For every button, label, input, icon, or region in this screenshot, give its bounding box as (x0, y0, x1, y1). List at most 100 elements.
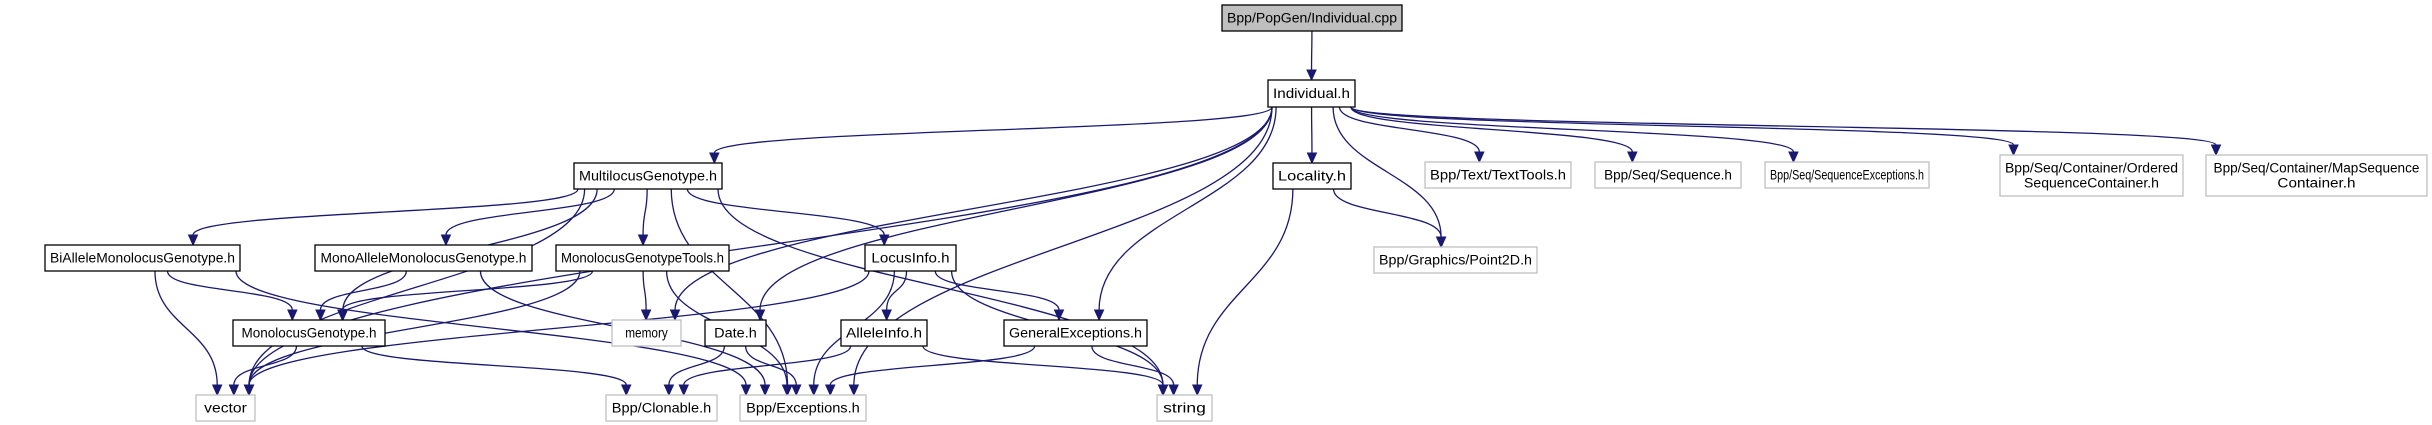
edge-mgtools-to-monolocus (341, 270, 594, 311)
arrowhead-icon (1627, 151, 1638, 164)
node-box (1156, 394, 1213, 422)
node-multilocus[interactable]: MultilocusGenotype.h (573, 162, 723, 190)
arrowhead-icon (740, 384, 752, 397)
arrowhead-icon (790, 384, 802, 397)
node-label: LocusInfo.h (871, 251, 949, 266)
node-box (611, 319, 682, 347)
node-alleleinfo[interactable]: AlleleInfo.h (840, 319, 928, 347)
node-label: Bpp/Seq/Container/MapSequence (2214, 161, 2420, 176)
edge-individual_h-to-memory (674, 106, 1273, 311)
node-seqexc: Bpp/Seq/SequenceExceptions.h (1764, 161, 1930, 189)
arrowhead-icon (2008, 144, 2019, 157)
edge-individual_h-to-ordered (1350, 106, 2015, 146)
node-box[interactable] (44, 244, 241, 272)
arrowhead-icon (1788, 151, 1799, 164)
arrowhead-icon (620, 384, 632, 397)
node-box[interactable] (1267, 79, 1356, 108)
node-genexc[interactable]: GeneralExceptions.h (1003, 319, 1148, 347)
arrowhead-icon (1093, 309, 1105, 322)
node-label: SequenceContainer.h (2024, 176, 2159, 191)
node-box[interactable] (232, 319, 386, 347)
node-box[interactable] (573, 162, 723, 190)
edge-genexc-to-exceptions (829, 345, 1036, 386)
node-point2d: Bpp/Graphics/Point2D.h (1373, 246, 1538, 274)
node-label: AlleleInfo.h (846, 326, 922, 341)
node-individual_h[interactable]: Individual.h (1267, 79, 1356, 108)
arrowhead-icon (1053, 309, 1065, 322)
node-date[interactable]: Date.h (704, 319, 767, 347)
node-box[interactable] (864, 244, 957, 272)
node-label: Bpp/Clonable.h (612, 401, 711, 416)
edge-locality-to-point2d (1332, 188, 1442, 238)
node-sequence: Bpp/Seq/Sequence.h (1594, 161, 1742, 189)
node-box (1999, 154, 2184, 197)
node-vector: vector (195, 394, 256, 422)
arrowhead-icon (669, 309, 681, 322)
nodes-layer: Bpp/PopGen/Individual.cppIndividual.hMul… (44, 4, 2428, 422)
node-box[interactable] (1272, 162, 1352, 190)
node-box[interactable] (1003, 319, 1148, 347)
node-box[interactable] (314, 244, 533, 272)
node-monolocus[interactable]: MonolocusGenotype.h (232, 319, 386, 347)
node-box (739, 394, 867, 422)
edge-multilocus-to-locusinfo (686, 188, 885, 236)
node-label: Individual.h (1273, 86, 1350, 101)
node-biallele[interactable]: BiAlleleMonolocusGenotype.h (44, 244, 241, 272)
node-individual_cpp[interactable]: Bpp/PopGen/Individual.cpp (1221, 4, 1403, 32)
node-locusinfo[interactable]: LocusInfo.h (864, 244, 957, 272)
node-monoallele[interactable]: MonoAlleleMonolocusGenotype.h (314, 244, 533, 272)
arrowhead-icon (781, 384, 793, 397)
node-label: Container.h (2277, 176, 2355, 191)
node-label: Bpp/Seq/SequenceExceptions.h (1770, 168, 1924, 183)
edge-locality-to-string (1196, 188, 1294, 386)
arrowhead-icon (678, 384, 690, 397)
node-box[interactable] (704, 319, 767, 347)
edge-individual_h-to-sequence (1350, 106, 1633, 153)
edge-multilocus-to-string (717, 188, 1164, 386)
node-box (2205, 154, 2428, 197)
arrowhead-icon (881, 309, 892, 322)
edge-biallele-to-vector (154, 270, 218, 386)
node-mgtools[interactable]: MonolocusGenotypeTools.h (555, 244, 730, 272)
node-box[interactable] (840, 319, 928, 347)
edge-locusinfo-to-alleleinfo (886, 270, 908, 311)
node-ordered: Bpp/Seq/Container/OrderedSequenceContain… (1999, 154, 2184, 197)
node-locality[interactable]: Locality.h (1272, 162, 1352, 190)
node-texttools: Bpp/Text/TextTools.h (1424, 161, 1572, 189)
arrowhead-icon (759, 384, 771, 397)
node-label: Bpp/Seq/Sequence.h (1604, 168, 1732, 183)
edge-individual_h-to-genexc (1098, 106, 1277, 311)
node-clonable: Bpp/Clonable.h (605, 394, 718, 422)
node-box[interactable] (1221, 4, 1403, 32)
arrowhead-icon (440, 234, 452, 247)
arrowhead-icon (848, 384, 860, 397)
arrowhead-icon (1435, 236, 1447, 249)
node-string: string (1156, 394, 1213, 422)
node-memory: memory (611, 319, 682, 347)
edge-locusinfo-to-vector (248, 270, 870, 386)
arrowhead-icon (709, 152, 720, 165)
edge-alleleinfo-to-string (922, 345, 1164, 386)
arrowhead-icon (640, 309, 652, 322)
edge-alleleinfo-to-clonable (683, 345, 852, 386)
node-label: Bpp/Graphics/Point2D.h (1379, 253, 1532, 268)
node-label: Bpp/Seq/Container/Ordered (2005, 161, 2178, 176)
edge-multilocus-to-exceptions (670, 188, 789, 386)
node-box (1373, 246, 1538, 274)
arrowhead-icon (187, 234, 199, 247)
node-label: Bpp/PopGen/Individual.cpp (1227, 11, 1397, 26)
node-label: MonoAlleleMonolocusGenotype.h (321, 251, 527, 266)
arrowhead-icon (228, 384, 240, 397)
edge-monoallele-to-monolocus (319, 270, 407, 311)
edge-genexc-to-string (1091, 345, 1175, 386)
node-label: BiAlleleMonolocusGenotype.h (50, 251, 235, 266)
arrowhead-icon (1191, 384, 1203, 397)
edge-individual_h-to-texttools (1338, 106, 1480, 153)
edge-monolocus-to-clonable (361, 345, 627, 386)
node-label: MonolocusGenotype.h (242, 326, 377, 341)
node-label: vector (204, 401, 247, 416)
arrowhead-icon (211, 384, 223, 397)
arrowhead-icon (315, 309, 326, 322)
node-box[interactable] (555, 244, 730, 272)
